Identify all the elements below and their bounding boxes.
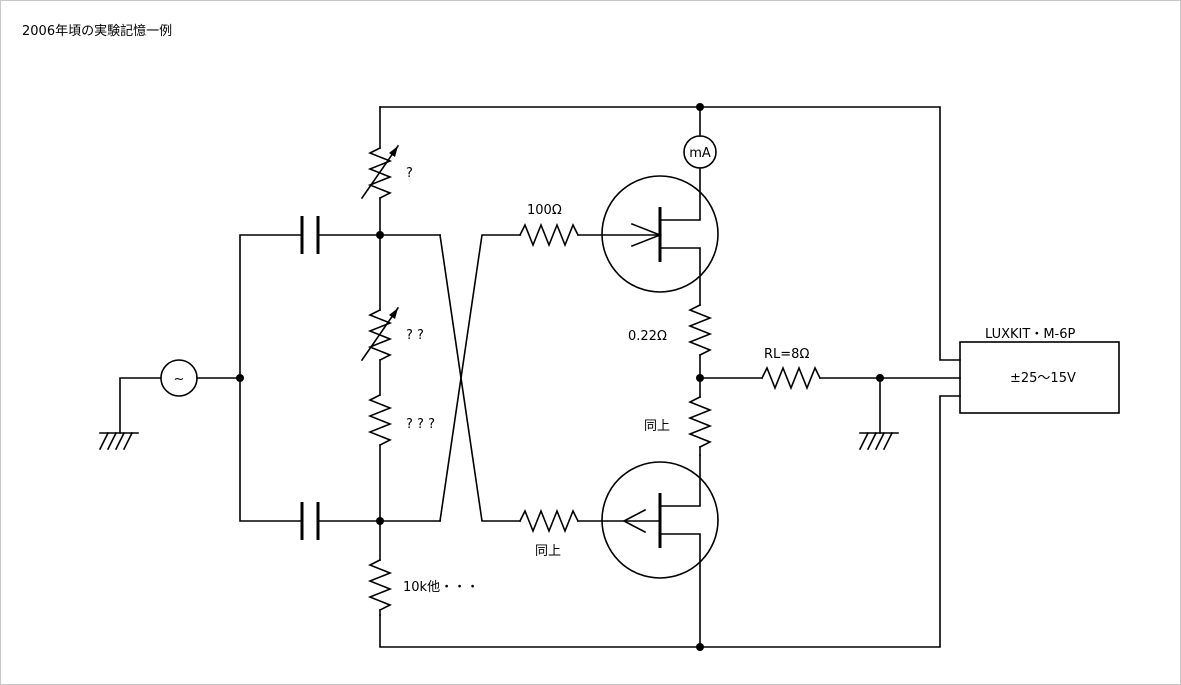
- emitter-resistor-top-label: 0.22Ω: [628, 329, 667, 344]
- base-resistor-top: [518, 222, 580, 248]
- ammeter-label: mA: [689, 146, 711, 161]
- psu-name: LUXKIT・M-6P: [985, 327, 1075, 342]
- load-resistor: [760, 365, 822, 391]
- load-label: RL=8Ω: [764, 347, 809, 362]
- bottom-rail: [379, 395, 961, 648]
- emitter-resistor-bottom-label: 同上: [644, 419, 670, 434]
- junction-dots: [236, 103, 884, 651]
- page-title: 2006年頃の実験記憶一例: [22, 24, 173, 39]
- variable-resistor-1: [360, 144, 400, 200]
- power-supply-box: [959, 341, 1120, 414]
- ground-right: [858, 377, 899, 451]
- base-resistor-bottom-label: 同上: [535, 544, 561, 559]
- ac-source-symbol: ~: [174, 372, 185, 387]
- variable-resistor-2: [360, 306, 400, 362]
- transistor-bottom: [601, 454, 719, 648]
- coupling-capacitor-top: [300, 216, 320, 254]
- transistor-top: [601, 167, 719, 306]
- psu-value: ±25～15V: [1010, 371, 1076, 386]
- ammeter-icon: [683, 135, 717, 169]
- r3-label: ? ? ?: [406, 417, 435, 432]
- top-rail: [379, 106, 961, 361]
- resistor-bottom: [367, 558, 393, 612]
- base-resistor-bottom: [518, 508, 580, 534]
- resistor-3: [367, 393, 393, 447]
- base-resistor-top-label: 100Ω: [527, 203, 562, 218]
- emitter-resistor-top: [687, 303, 713, 357]
- coupling-capacitor-bottom: [300, 502, 320, 540]
- ground-left: [98, 377, 161, 451]
- crossing-wires: [439, 234, 521, 522]
- vr2-label: ? ?: [406, 328, 424, 343]
- vr1-label: ?: [406, 166, 413, 181]
- r-bottom-label: 10k他・・・: [403, 580, 479, 595]
- emitter-resistor-bottom: [687, 395, 713, 449]
